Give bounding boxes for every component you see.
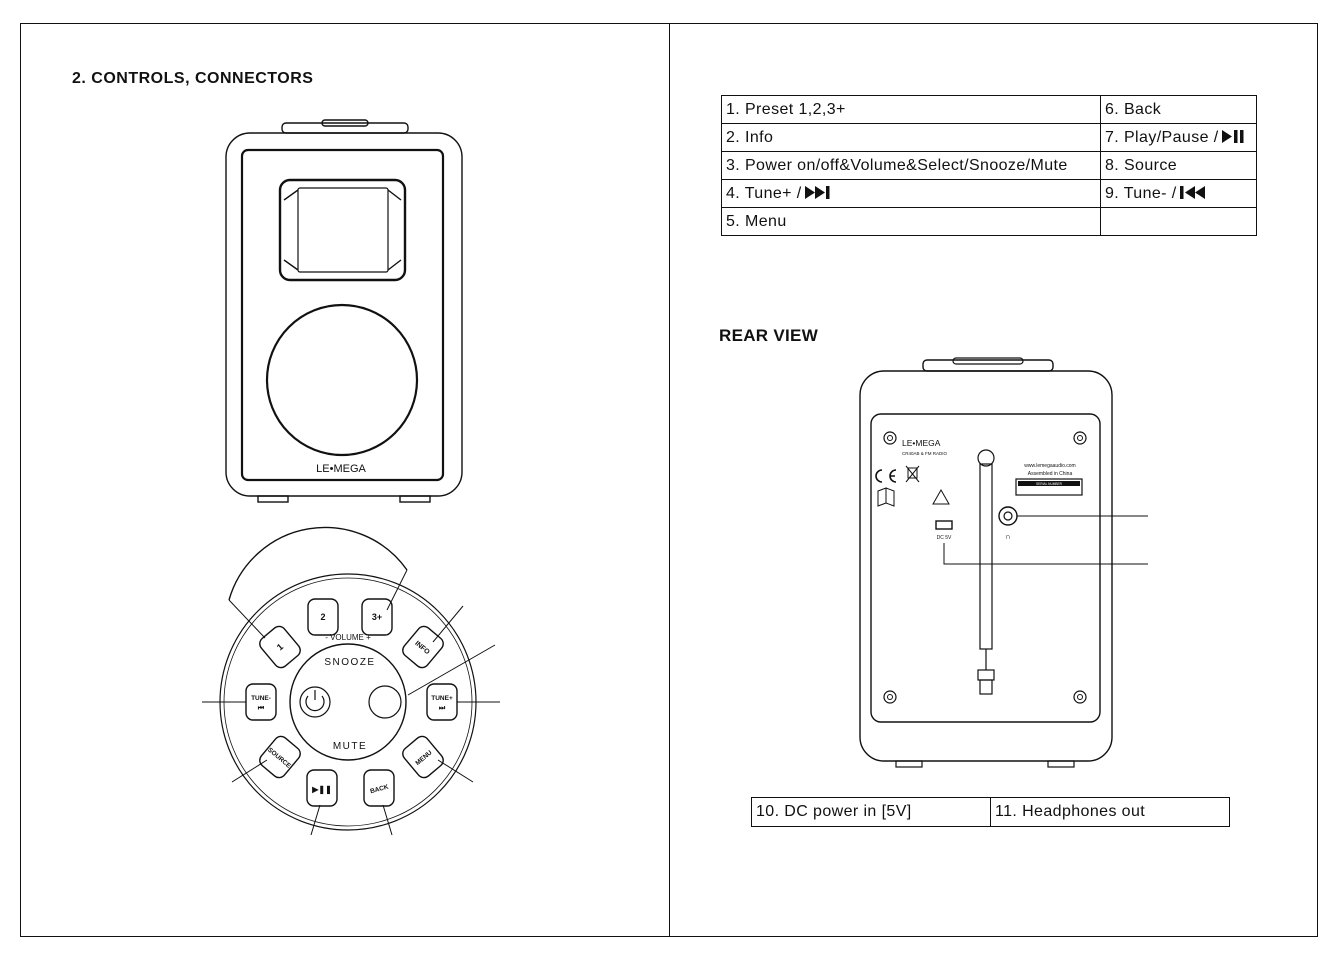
legend-cell: 4. Tune+ / <box>721 179 1101 208</box>
rear-legend-table: 10. DC power in [5V] 11. Headphones out <box>751 797 1230 827</box>
foot-left <box>257 495 289 503</box>
rear-body <box>859 370 1113 762</box>
antenna-hinge <box>977 449 995 467</box>
next-track-icon <box>804 185 830 199</box>
top-button-knob <box>321 119 369 127</box>
warning-icon <box>932 488 950 505</box>
table-row: 2. Info 7. Play/Pause / <box>721 123 1257 152</box>
table-row: 5. Menu <box>721 207 1257 236</box>
info-button[interactable] <box>400 624 446 671</box>
mute-label: MUTE <box>333 741 367 752</box>
rear-panel <box>870 413 1101 723</box>
manual-icon <box>877 487 895 507</box>
front-radio-illustration: LE•MEGA <box>225 119 463 503</box>
weee-bin-icon <box>907 467 918 479</box>
headphone-icon: ∩ <box>1005 532 1011 541</box>
legend-cell: 11. Headphones out <box>990 797 1230 827</box>
volume-label: - VOLUME + <box>325 633 371 642</box>
previous-track-icon <box>1179 185 1205 199</box>
legend-cell: 10. DC power in [5V] <box>751 797 991 827</box>
preset-1-label: 1 <box>275 642 285 653</box>
top-button-strip <box>281 122 409 134</box>
info-label: INFO <box>413 640 431 656</box>
legend-cell: 2. Info <box>721 123 1101 152</box>
play-pause-icon: ▶❚❚ <box>311 785 332 795</box>
foot-right <box>399 495 431 503</box>
table-row: 3. Power on/off&Volume&Select/Snooze/Mut… <box>721 151 1257 180</box>
dc-power-port <box>935 520 953 530</box>
screw <box>883 690 897 704</box>
controls-heading: 2. CONTROLS, CONNECTORS <box>72 70 314 87</box>
legend-label: 7. Play/Pause / <box>1105 128 1219 146</box>
panel-outer-ring <box>219 573 477 831</box>
front-panel <box>240 148 445 482</box>
rear-brand-logo: LE•MEGA <box>902 438 941 448</box>
legend-cell <box>1100 207 1257 236</box>
snooze-label: SNOOZE <box>324 657 375 668</box>
legend-cell: 7. Play/Pause / <box>1100 123 1257 152</box>
page-divider <box>669 23 670 937</box>
preset-2-button[interactable] <box>307 598 339 636</box>
controls-legend-table: 1. Preset 1,2,3+ 6. Back 2. Info 7. Play… <box>721 95 1257 236</box>
screw <box>1073 431 1087 445</box>
menu-label: MENU <box>414 749 433 767</box>
rear-view-heading: REAR VIEW <box>719 326 819 345</box>
play-pause-icon <box>1221 129 1244 143</box>
preset-3-label: 3+ <box>372 612 382 622</box>
display-inner <box>297 187 389 273</box>
tune-plus-label: TUNE+ <box>431 695 453 702</box>
back-label: BACK <box>369 784 389 796</box>
play-pause-button[interactable] <box>306 769 338 807</box>
screw <box>883 431 897 445</box>
assembled-text: Assembled in China <box>1028 471 1073 477</box>
preset-3-button[interactable] <box>361 598 393 636</box>
volume-knob[interactable] <box>289 643 407 761</box>
website-text: www.lemegaaudio.com <box>1024 463 1075 469</box>
antenna-rod <box>979 463 993 650</box>
tune-minus-button[interactable] <box>245 683 277 721</box>
legend-label: 9. Tune- / <box>1105 184 1177 202</box>
legend-cell: 1. Preset 1,2,3+ <box>721 95 1101 124</box>
back-button[interactable] <box>363 769 395 807</box>
preset-2-label: 2 <box>320 612 325 622</box>
table-row: 10. DC power in [5V] 11. Headphones out <box>751 797 1230 827</box>
select-button[interactable] <box>368 685 402 719</box>
rear-radio-illustration: LE•MEGA CR40AB & FM RADIO www.lemegaaudi… <box>859 357 1148 768</box>
tune-plus-button[interactable] <box>426 683 458 721</box>
legend-cell: 3. Power on/off&Volume&Select/Snooze/Mut… <box>721 151 1101 180</box>
legend-cell: 8. Source <box>1100 151 1257 180</box>
ce-mark-icon <box>875 469 883 483</box>
preset-1-button[interactable] <box>257 624 303 671</box>
volume-arc <box>228 526 408 601</box>
next-track-icon: ⏭ <box>439 705 446 712</box>
model-text: CR40AB & FM RADIO <box>902 451 948 456</box>
source-button[interactable] <box>257 734 303 781</box>
dc-port-label: DC 5V <box>937 535 952 541</box>
previous-track-icon: ⏮ <box>258 705 265 712</box>
display-screen <box>278 178 407 282</box>
serial-number-label: SERIAL NUMBER <box>1036 482 1063 486</box>
tune-minus-label: TUNE- <box>251 695 271 702</box>
top-button-strip <box>922 359 1054 372</box>
serial-number-box <box>1015 478 1083 496</box>
table-row: 4. Tune+ / 9. Tune- / <box>721 179 1257 208</box>
screw <box>1073 690 1087 704</box>
radio-body <box>225 132 463 497</box>
speaker-grille <box>265 303 419 457</box>
power-icon <box>305 695 325 712</box>
legend-cell: 6. Back <box>1100 95 1257 124</box>
table-row: 1. Preset 1,2,3+ 6. Back <box>721 95 1257 124</box>
legend-label: 4. Tune+ / <box>726 184 802 202</box>
control-panel-illustration: 2 3+ 1 INFO TUNE- ⏮ TUNE+ ⏭ SOURCE MENU … <box>202 526 500 836</box>
legend-cell: 9. Tune- / <box>1100 179 1257 208</box>
headphone-jack <box>998 506 1018 526</box>
menu-button[interactable] <box>400 734 446 781</box>
source-label: SOURCE <box>266 747 292 771</box>
legend-cell: 5. Menu <box>721 207 1101 236</box>
front-brand-logo: LE•MEGA <box>316 463 366 475</box>
power-button[interactable] <box>299 686 331 718</box>
